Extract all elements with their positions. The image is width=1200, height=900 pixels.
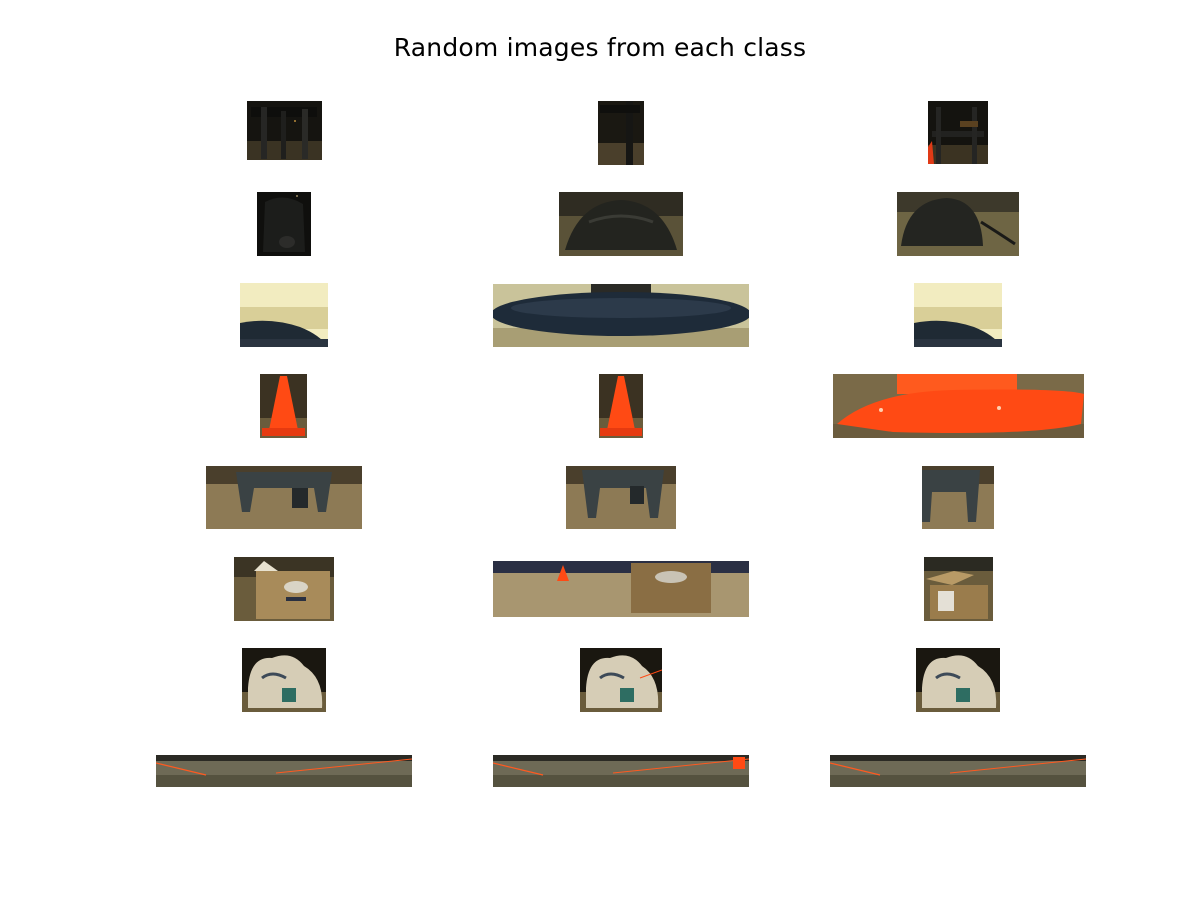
- thumbnail-disc-2: [493, 284, 749, 347]
- thumbnail-backpack-2: [559, 192, 683, 256]
- thumbnail-disc-3: [914, 283, 1002, 347]
- thumbnail-box-3: [924, 557, 993, 621]
- thumbnail-floor-1: [156, 755, 412, 787]
- thumbnail-stool-3: [922, 466, 994, 529]
- thumbnail-stool-1: [206, 466, 362, 529]
- thumbnail-cone-3: [833, 374, 1084, 438]
- thumbnail-stool-2: [566, 466, 676, 529]
- thumbnail-cone-2: [599, 374, 643, 438]
- thumbnail-disc-1: [240, 283, 328, 347]
- thumbnail-bag-3: [916, 648, 1000, 712]
- thumbnail-floor-2: [493, 755, 749, 787]
- thumbnail-box-2: [493, 561, 749, 617]
- thumbnail-cone-1: [260, 374, 307, 438]
- thumbnail-bag-2: [580, 648, 662, 712]
- thumbnail-floor-3: [830, 755, 1086, 787]
- figure-title: Random images from each class: [393, 33, 807, 62]
- thumbnail-backpack-3: [897, 192, 1019, 256]
- thumbnail-box-1: [234, 557, 334, 621]
- thumbnail-chair-1: [247, 101, 322, 160]
- thumbnail-chair-2: [598, 101, 644, 165]
- thumbnail-backpack-1: [257, 192, 311, 256]
- thumbnail-chair-3: [928, 101, 988, 164]
- thumbnail-bag-1: [242, 648, 326, 712]
